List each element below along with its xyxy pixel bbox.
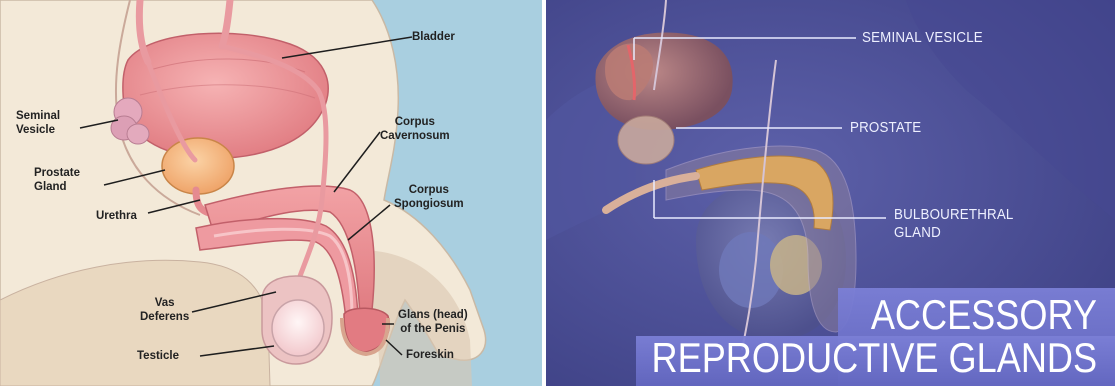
- testicle-shape: [272, 300, 324, 356]
- right-anatomy-diagram: SEMINAL VESICLE PROSTATE BULBOURETHRAL G…: [546, 0, 1115, 386]
- label-glans: Glans (head) of the Penis: [398, 308, 468, 336]
- prostate-shape: [162, 138, 234, 194]
- title-reproductive-glands: REPRODUCTIVE GLANDS: [651, 336, 1097, 380]
- label-corpus-spongiosum: Corpus Spongiosum: [394, 183, 464, 211]
- label-urethra: Urethra: [96, 209, 137, 223]
- label-bladder: Bladder: [412, 30, 455, 44]
- label-prostate-gland: Prostate Gland: [34, 166, 80, 194]
- title-accessory: ACCESSORY: [871, 293, 1097, 337]
- label-corpus-cavernosum: Corpus Cavernosum: [380, 115, 450, 143]
- label-foreskin: Foreskin: [406, 348, 454, 362]
- left-anatomy-diagram: Bladder Seminal Vesicle Prostate Gland U…: [0, 0, 542, 386]
- label-seminal-vesicle-right: SEMINAL VESICLE: [862, 29, 983, 47]
- label-bulbourethral-gland: BULBOURETHRAL GLAND: [894, 206, 1014, 242]
- prostate-shape-right: [618, 116, 674, 164]
- label-seminal-vesicle: Seminal Vesicle: [16, 109, 60, 137]
- label-testicle: Testicle: [137, 349, 179, 363]
- label-vas-deferens: Vas Deferens: [140, 296, 189, 324]
- label-prostate-right: PROSTATE: [850, 119, 921, 137]
